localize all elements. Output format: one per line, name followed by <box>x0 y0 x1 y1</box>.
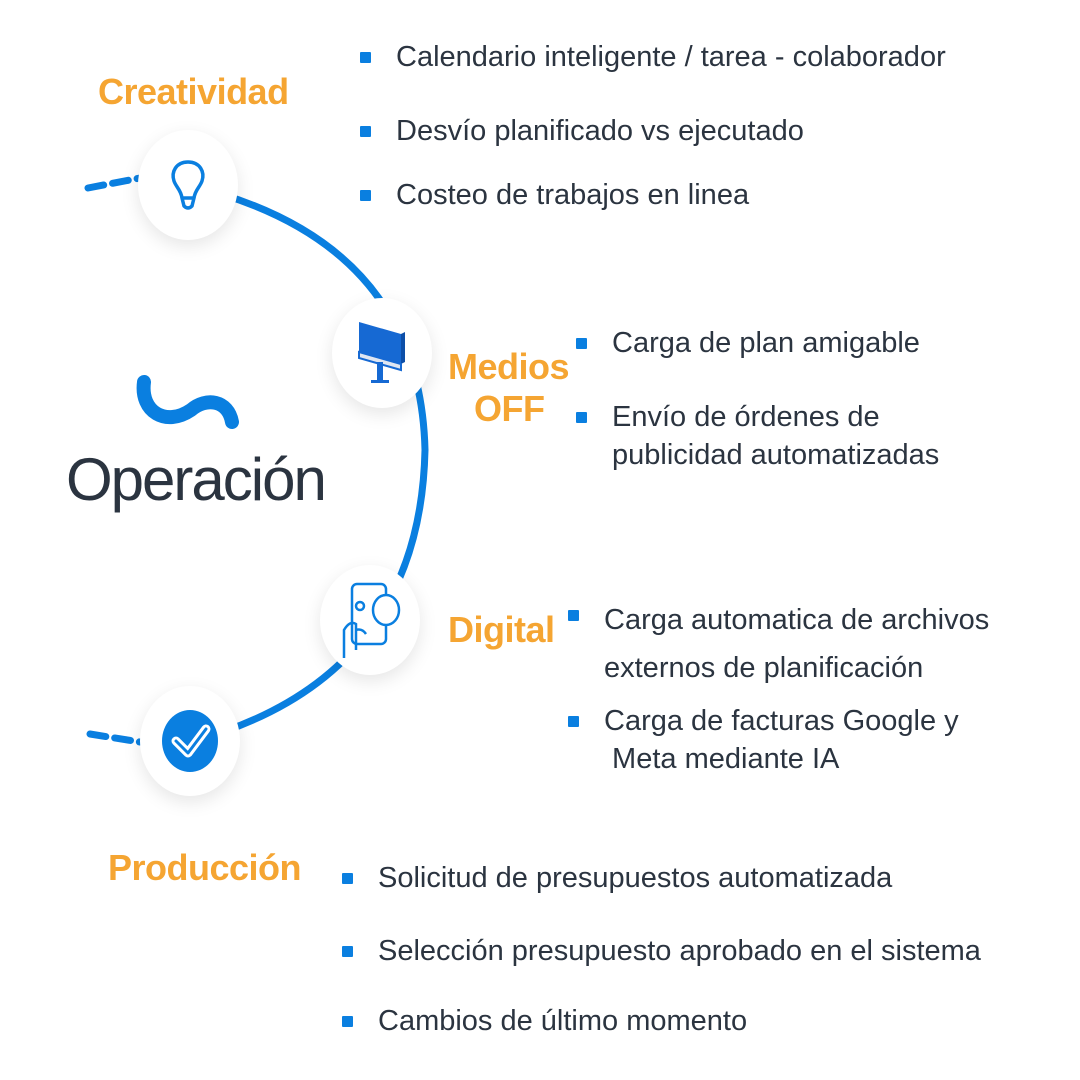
bullet-icon <box>342 1016 353 1027</box>
category-produccion: Producción <box>108 847 302 888</box>
digital-node <box>320 565 420 675</box>
category-medios: Medios <box>448 346 570 387</box>
page-title: Operación <box>66 446 327 513</box>
category-off: OFF <box>474 388 545 429</box>
bullet-icon <box>576 338 587 349</box>
list-item: Carga de plan amigable <box>576 324 920 362</box>
list-item: Solicitud de presupuestos automatizada <box>342 859 892 897</box>
bullet-icon <box>360 126 371 137</box>
bullet-icon <box>360 52 371 63</box>
bullet-icon <box>568 610 579 621</box>
bullet-icon <box>342 946 353 957</box>
category-creatividad: Creatividad <box>98 71 289 112</box>
operacion-logo-icon <box>136 375 239 429</box>
bullet-icon <box>342 873 353 884</box>
creatividad-node <box>138 130 238 240</box>
bullet-icon <box>568 716 579 727</box>
list-item: Selección presupuesto aprobado en el sis… <box>342 932 981 970</box>
lightbulb-icon <box>171 160 205 210</box>
list-item: Carga de facturas Google y Meta mediante… <box>568 702 959 778</box>
list-item: Costeo de trabajos en linea <box>360 176 749 214</box>
category-digital: Digital <box>448 609 555 650</box>
produccion-node <box>140 686 240 796</box>
medios-off-node <box>332 298 432 408</box>
list-item: Desvío planificado vs ejecutado <box>360 112 804 150</box>
bullet-icon <box>360 190 371 201</box>
list-item: Calendario inteligente / tarea - colabor… <box>360 38 946 76</box>
bullet-icon <box>576 412 587 423</box>
billboard-icon <box>358 322 405 383</box>
check-circle-icon <box>162 710 218 772</box>
list-item: Cambios de último momento <box>342 1002 747 1040</box>
phone-chat-icon <box>342 582 401 658</box>
